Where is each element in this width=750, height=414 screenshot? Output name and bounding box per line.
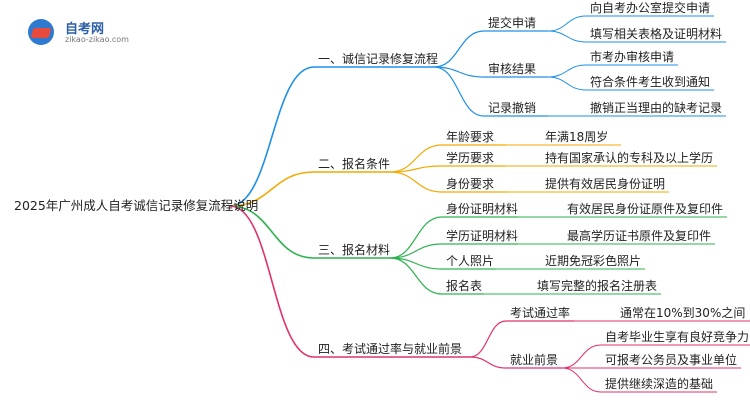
subtopic: 就业前景 (510, 353, 559, 367)
leaf-topic: 近期免冠彩色照片 (545, 254, 642, 268)
branch-connector (229, 171, 315, 207)
leaf-connector (561, 367, 602, 393)
leaf-topic: 年满18周岁 (545, 130, 609, 144)
branch-topic: 二、报名条件 (318, 157, 391, 171)
leaf-topic: 有效居民身份证原件及复印件 (567, 202, 724, 216)
subtopic-connector (433, 66, 485, 117)
leaf-connector (561, 344, 602, 369)
subtopic-connector (389, 243, 443, 259)
leaf-topic: 填写相关表格及证明材料 (590, 27, 723, 41)
subtopic-connector (469, 320, 507, 358)
leaf-topic: 符合条件考生收到通知 (590, 75, 711, 89)
subtopic: 身份证明材料 (446, 202, 519, 216)
leaf-topic: 提供有效居民身份证明 (545, 177, 666, 191)
leaf-connector (547, 76, 587, 91)
subtopic: 年龄要求 (446, 130, 495, 144)
logo-emblem-icon (28, 19, 54, 45)
subtopic: 个人照片 (446, 254, 495, 268)
leaf-topic: 最高学历证书原件及复印件 (567, 229, 712, 243)
leaf-connector (547, 30, 587, 43)
subtopic: 报名表 (446, 279, 483, 293)
subtopic: 考试通过率 (510, 306, 571, 320)
subtopic-connector (433, 30, 485, 68)
subtopic: 学历证明材料 (446, 229, 519, 243)
leaf-topic: 市考办审核申请 (590, 50, 675, 64)
branch-connector (229, 205, 315, 358)
leaf-topic: 填写完整的报名注册表 (537, 279, 658, 293)
leaf-topic: 自考毕业生享有良好竞争力 (605, 330, 750, 344)
branch-connector (229, 66, 315, 207)
leaf-topic: 撤销正当理由的缺考记录 (590, 101, 723, 115)
leaf-connector (547, 64, 587, 78)
leaf-topic: 可报考公务员及事业单位 (605, 353, 738, 367)
leaf-connector (547, 15, 587, 32)
site-logo[interactable]: 自考网 zikao-zikao.com (28, 16, 148, 50)
branch-topic: 四、考试通过率与就业前景 (318, 342, 463, 356)
logo-url: zikao-zikao.com (65, 35, 129, 44)
subtopic: 身份要求 (446, 177, 495, 191)
branch-topic: 三、报名材料 (318, 243, 391, 257)
subtopic: 审核结果 (488, 62, 537, 76)
leaf-topic: 向自考办公室提交申请 (590, 1, 711, 15)
branch-topic: 一、诚信记录修复流程 (318, 52, 439, 66)
leaf-topic: 提供继续深造的基础 (605, 377, 714, 391)
branch-connector (229, 205, 315, 259)
logo-title: 自考网 (65, 22, 105, 37)
subtopic-connector (469, 356, 507, 369)
subtopic-connector (389, 216, 443, 259)
root-topic: 2025年广州成人自考诚信记录修复流程说明 (14, 198, 259, 213)
leaf-topic: 持有国家承认的专科及以上学历 (545, 151, 714, 165)
subtopic-connector (389, 257, 443, 295)
subtopic: 学历要求 (446, 151, 495, 165)
subtopic: 记录撤销 (488, 101, 537, 115)
leaf-topic: 通常在10%到30%之间 (620, 306, 746, 320)
subtopic-connector (389, 144, 443, 173)
subtopic: 提交申请 (488, 16, 537, 30)
subtopic-connector (389, 171, 443, 193)
